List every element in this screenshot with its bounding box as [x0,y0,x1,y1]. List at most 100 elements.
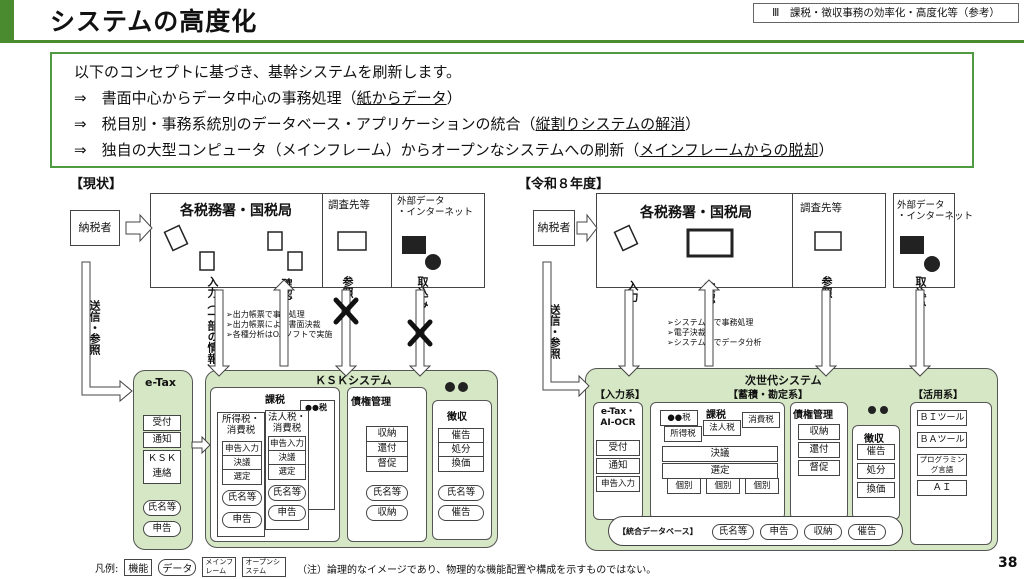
current-db: 氏名等 [366,485,408,501]
current-etax-item: 通知 [143,432,181,448]
future-label: 【令和８年度】 [518,177,610,192]
future-etax-item: 通知 [596,458,640,474]
current-external: 外部データ ・インターネット [397,196,474,218]
current-survey: 調査先等 [328,199,370,211]
arrow [272,279,296,367]
future-indiv: 個別 [745,478,779,494]
concept-item-1: ⇒ 書面中心からデータ中心の事務処理（紙からデータ） [74,89,462,107]
future-etax-item: 申告入力 [596,476,640,492]
arrow [697,279,721,367]
legend-mainframe: メインフレーム [202,557,237,577]
future-db-item: 申告 [760,524,798,540]
arrow [81,261,133,403]
future-indiv: 個別 [706,478,740,494]
document-icon [199,251,215,271]
current-choshu-title: 徴収 [447,412,467,423]
future-store-sys: 【蓄積・勘定系】 [728,390,808,401]
current-db: 氏名等 [222,490,262,506]
building-icon [402,236,426,254]
monitor-icon [686,228,734,258]
arrow [576,213,598,243]
title-underline [0,40,1024,43]
arrow [334,289,358,377]
future-external: 外部データ ・インターネット [897,200,974,222]
future-consume: 消費税 [742,412,780,428]
arrow [125,213,153,243]
future-db-item: 催告 [848,524,886,540]
future-db-item: 氏名等 [712,524,754,540]
future-tax-dot: ●●税 [660,410,698,426]
future-etax-title: e-Tax・AI-OCR [600,407,636,428]
future-saiken-item: 還付 [798,442,840,458]
future-input-sys: 【入力系】 [595,390,645,401]
future-use-item: ＢＡツール [917,432,967,448]
arrow [908,289,932,377]
future-corp: 法人税 [703,420,741,436]
divider [322,193,323,288]
current-choshu-item: 換価 [438,456,484,472]
legend-open-system: オープンシステム [242,557,287,577]
concept-box: 以下のコンセプトに基づき、基幹システムを刷新します。 ⇒ 書面中心からデータ中心… [50,52,974,168]
current-db: 申告 [268,505,306,521]
document-icon [163,224,189,252]
current-corp-title: 法人税・消費税 [267,412,306,434]
future-income: 所得税 [664,426,702,442]
current-db: 氏名等 [438,485,484,501]
future-db-item: 収納 [804,524,842,540]
current-taxpayer: 納税者 [70,210,120,246]
current-db: 収納 [366,505,408,521]
future-use-item: ＡＩ [917,480,967,496]
future-survey: 調査先等 [800,202,842,214]
legend-note: （注）論理的なイメージであり、物理的な機能配置や構成を示すものではない。 [297,565,657,576]
current-db: 申告 [222,512,262,528]
future-use-item: プログラミング言語 [917,454,967,476]
legend: 凡例: 機能 データ メインフレーム オープンシステム [95,557,287,577]
title-accent-bar [0,0,14,40]
future-offices-box [596,193,886,288]
current-saiken-title: 債権管理 [351,397,391,408]
document-icon [613,224,639,252]
current-db: 催告 [438,505,484,521]
legend-label: 凡例: [95,563,119,575]
page-title: システムの高度化 [50,7,258,36]
concept-item-2: ⇒ 税目別・事務系統別のデータベース・アプリケーションの統合（縦割りシステムの解… [74,115,701,133]
arrow [207,289,231,377]
cross-mark [333,297,433,347]
current-etax-item: ＫＳＫ連絡 [143,450,181,484]
future-kazei-title: 課税 [706,410,726,421]
current-etax-item: 受付 [143,415,181,431]
current-label: 【現状】 [70,177,123,192]
future-choshu-title: 徴収 [864,434,884,445]
page-number: 38 [998,555,1018,571]
document-icon [287,251,303,271]
current-db: 氏名等 [268,485,306,501]
future-use-item: ＢＩツール [917,410,967,426]
concept-intro: 以下のコンセプトに基づき、基幹システムを刷新します。 [74,63,462,81]
document-icon [267,231,283,251]
current-income-title: 所得税・消費税 [221,414,260,436]
arrow [542,261,590,398]
building-icon [900,236,924,254]
future-etax-item: 受付 [596,440,640,456]
future-choshu-item: 換価 [857,482,895,498]
current-etax-db: 申告 [143,521,181,537]
globe-icon [924,256,940,272]
current-proc: 選定 [268,464,306,480]
current-notes: ➢出力帳票で事務処理➢出力帳票による書面決裁➢各種分析はOAソフトで実施 [226,310,333,339]
future-choshu-item: 催告 [857,444,895,460]
future-saiken-item: 督促 [798,460,840,476]
globe-icon [425,254,441,270]
concept-item-3: ⇒ 独自の大型コンピュータ（メインフレーム）からオープンなシステムへの刷新（メイ… [74,141,834,159]
future-db-title: 【統合データベース】 [618,527,698,536]
laptop-icon [814,231,842,251]
future-decide: 決議 [662,446,778,462]
future-use-sys: 【活用系】 [913,390,963,401]
laptop-icon [337,231,367,251]
future-offices-title: 各税務署・国税局 [640,205,752,221]
future-indiv: 個別 [667,478,701,494]
current-etax-db: 氏名等 [143,500,181,516]
divider [792,193,793,288]
future-taxpayer: 納税者 [533,210,575,246]
legend-function: 機能 [124,558,153,576]
